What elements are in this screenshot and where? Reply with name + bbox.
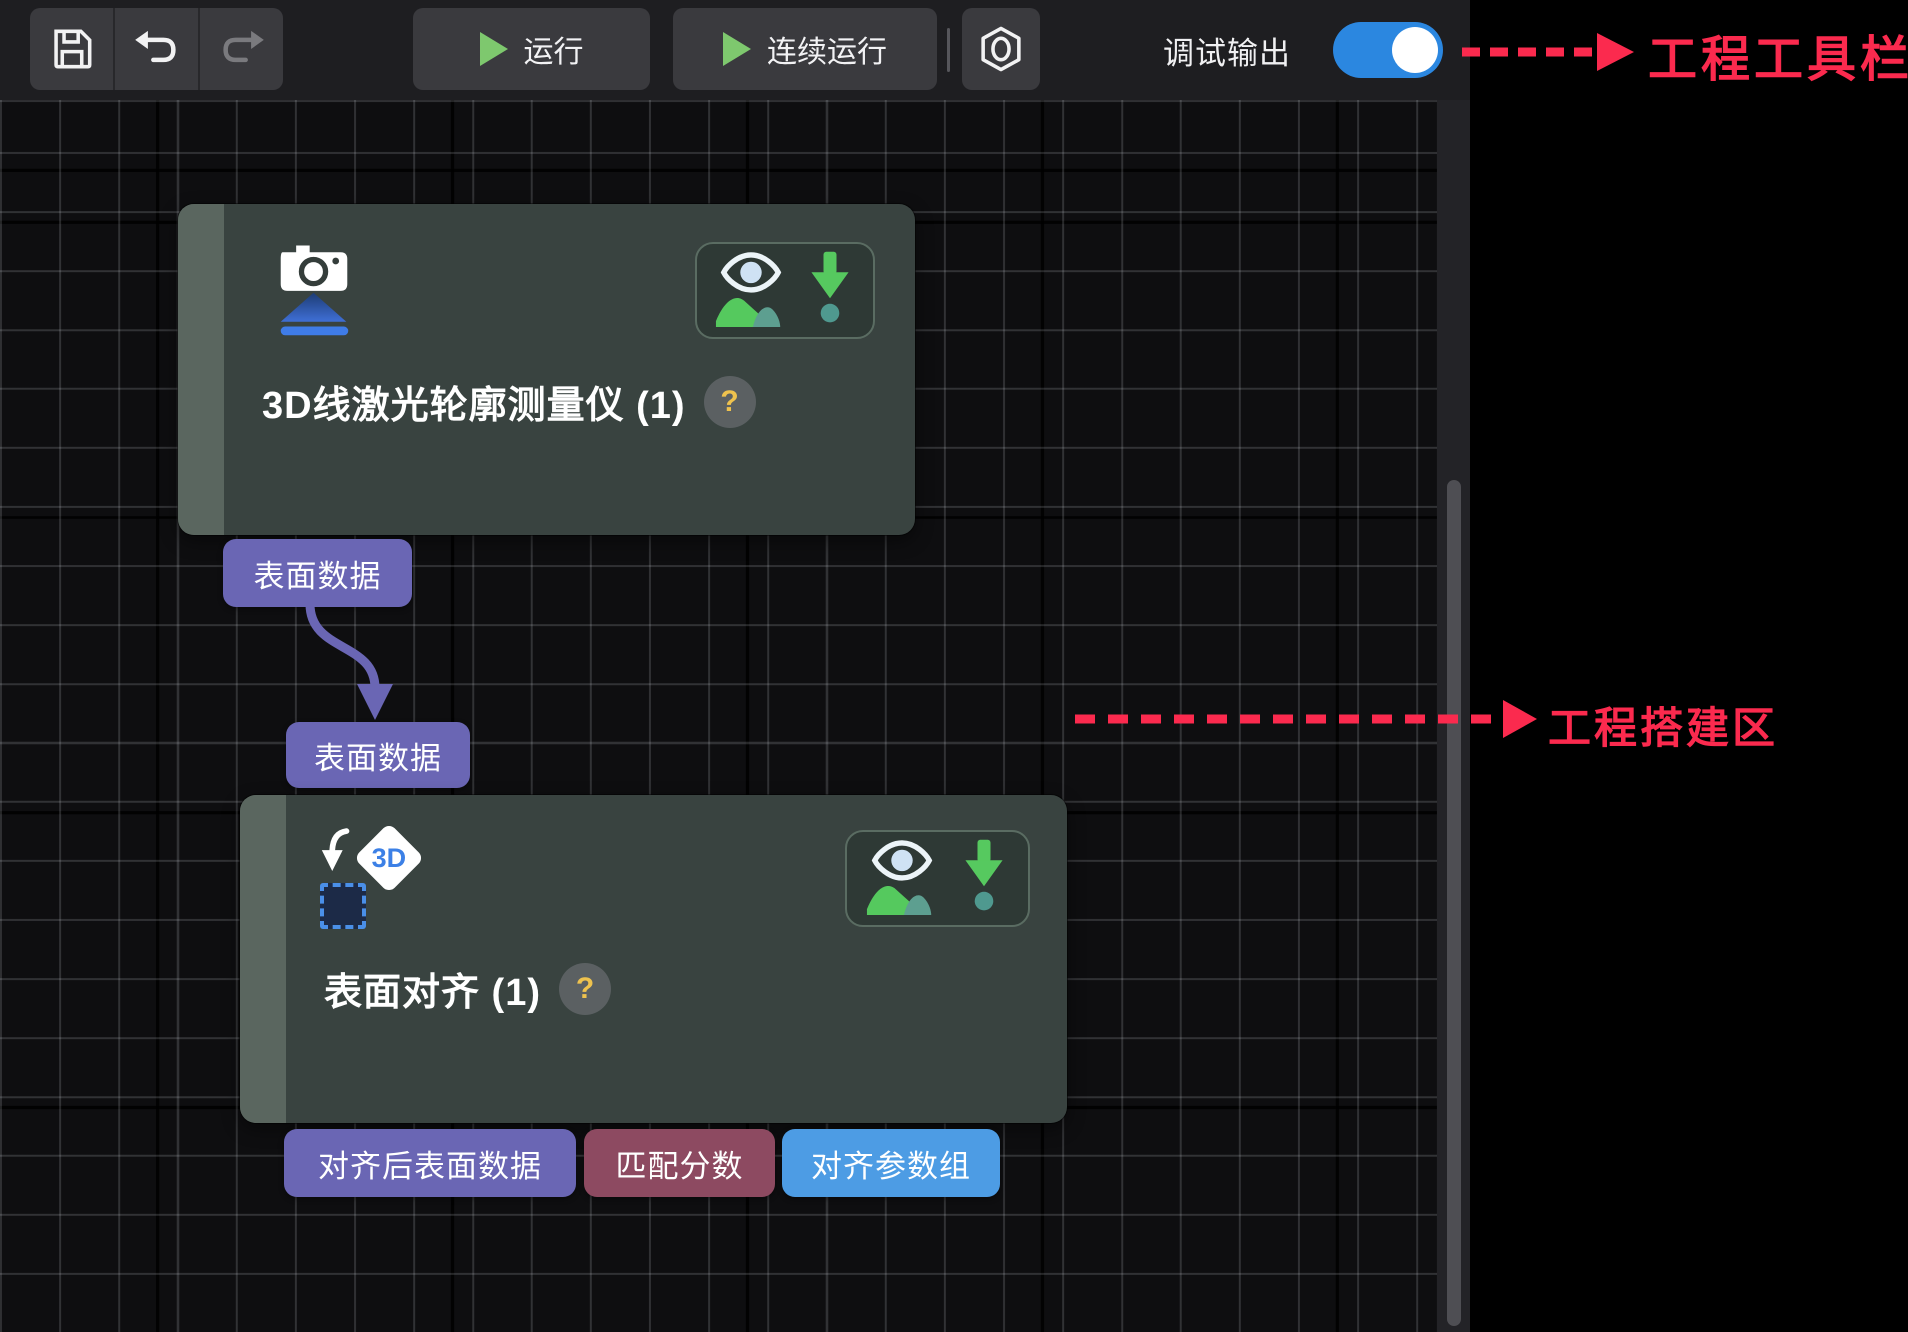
node-action-group bbox=[845, 830, 1030, 927]
toolbar-callout-arrow bbox=[1462, 33, 1634, 71]
redo-button[interactable] bbox=[198, 8, 283, 90]
3d-diamond-label: 3D bbox=[371, 842, 407, 873]
play-icon bbox=[479, 32, 508, 66]
surface-align-icon: 3D bbox=[318, 822, 438, 935]
toggle-knob bbox=[1392, 27, 1438, 73]
undo-arrow-icon bbox=[134, 30, 176, 63]
curved-arrow-icon bbox=[321, 828, 350, 871]
debug-output-label: 调试输出 bbox=[1163, 35, 1291, 71]
help-badge[interactable]: ? bbox=[703, 375, 756, 428]
continuous-run-button-label: 连续运行 bbox=[767, 36, 887, 69]
node-action-group bbox=[695, 242, 875, 339]
vertical-scrollbar[interactable] bbox=[1447, 480, 1461, 1326]
node-accent-strip bbox=[178, 204, 224, 535]
eye-image-icon bbox=[867, 840, 933, 915]
node-title: 表面对齐 (1) bbox=[324, 972, 542, 1014]
settings-button[interactable] bbox=[962, 8, 1040, 90]
eye-image-icon bbox=[715, 252, 781, 327]
help-badge[interactable]: ? bbox=[559, 962, 612, 1015]
save-button[interactable] bbox=[30, 8, 113, 90]
3d-camera-icon bbox=[280, 245, 349, 336]
output-port-match-score[interactable]: 匹配分数 bbox=[584, 1129, 775, 1197]
toolbar-divider bbox=[947, 28, 950, 72]
download-result-button[interactable] bbox=[958, 836, 1010, 921]
node-title-row: 3D线激光轮廓测量仪 (1) ? bbox=[262, 374, 756, 429]
node-accent-strip bbox=[240, 795, 286, 1123]
project-toolbar: 运行 连续运行 调试输出 bbox=[0, 0, 1470, 100]
dashed-roi-icon bbox=[320, 883, 366, 929]
hexagon-settings-icon bbox=[981, 26, 1021, 72]
download-arrow-icon bbox=[811, 251, 849, 323]
toolbar-callout-label: 工程工具栏 bbox=[1648, 33, 1908, 87]
run-button[interactable]: 运行 bbox=[413, 8, 650, 90]
preview-image-button[interactable] bbox=[865, 835, 939, 922]
node-title: 3D线激光轮廓测量仪 (1) bbox=[262, 385, 686, 427]
connection-wire[interactable] bbox=[290, 600, 410, 730]
node-3d-laser-profiler[interactable]: 3D线激光轮廓测量仪 (1) ? bbox=[178, 204, 915, 535]
file-button-group bbox=[30, 8, 283, 90]
redo-arrow-icon bbox=[222, 30, 264, 63]
node-surface-align[interactable]: 3D 表面对齐 (1) ? bbox=[240, 795, 1067, 1123]
input-port-surface-data[interactable]: 表面数据 bbox=[286, 722, 470, 788]
output-port-surface-data[interactable]: 表面数据 bbox=[223, 539, 412, 607]
download-result-button[interactable] bbox=[804, 248, 856, 333]
canvas-callout-label: 工程搭建区 bbox=[1548, 705, 1778, 753]
node-title-row: 表面对齐 (1) ? bbox=[324, 961, 612, 1016]
canvas-callout-arrow bbox=[1075, 700, 1537, 738]
download-arrow-icon bbox=[965, 839, 1003, 911]
output-port-align-params[interactable]: 对齐参数组 bbox=[782, 1129, 1000, 1197]
undo-button[interactable] bbox=[113, 8, 198, 90]
preview-image-button[interactable] bbox=[714, 247, 788, 334]
floppy-disk-icon bbox=[53, 29, 91, 69]
run-button-label: 运行 bbox=[523, 36, 584, 69]
play-icon bbox=[723, 32, 751, 66]
debug-output-toggle[interactable] bbox=[1333, 22, 1443, 78]
continuous-run-button[interactable]: 连续运行 bbox=[673, 8, 937, 90]
output-port-aligned-surface-data[interactable]: 对齐后表面数据 bbox=[284, 1129, 576, 1197]
